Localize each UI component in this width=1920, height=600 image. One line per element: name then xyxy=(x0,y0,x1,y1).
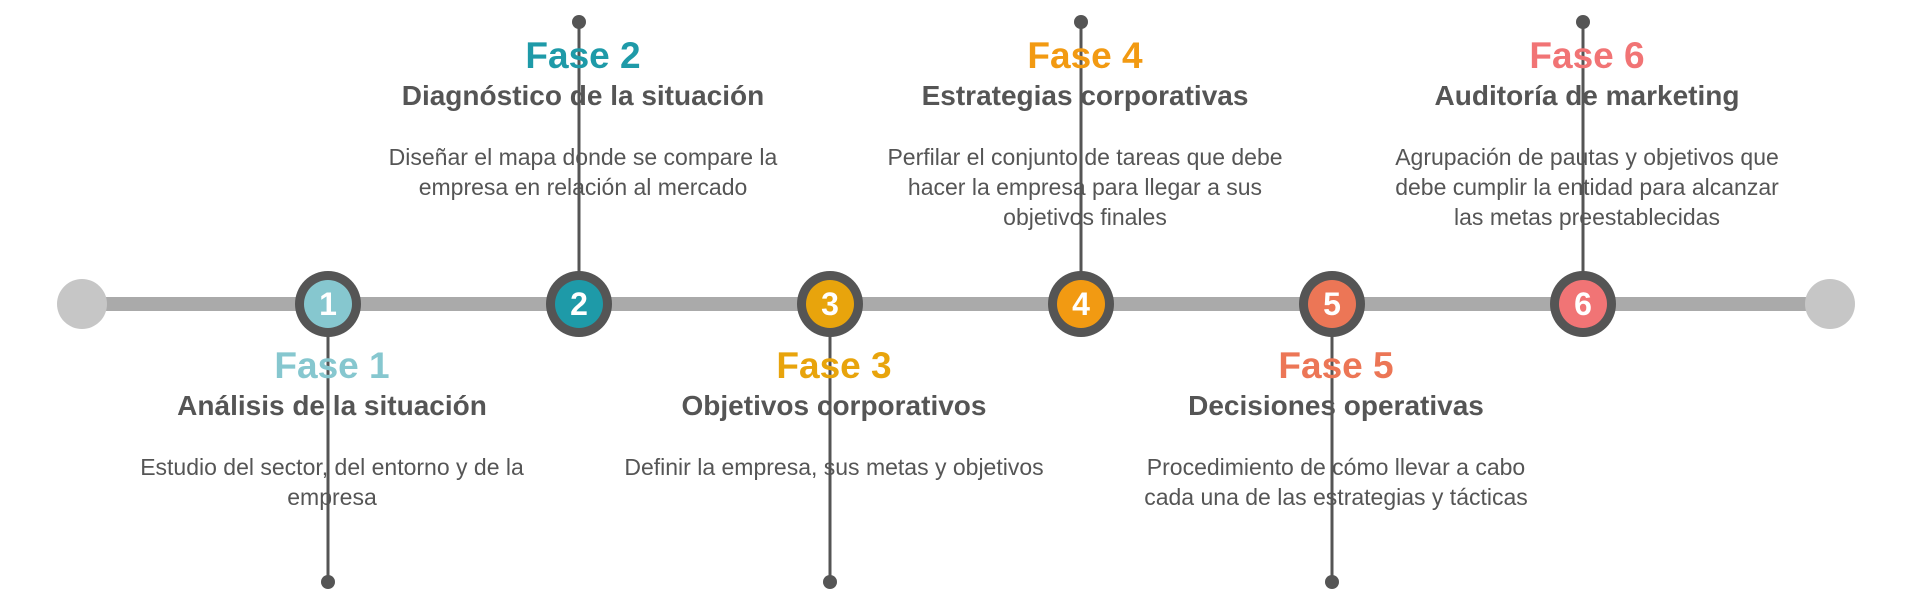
phase-title-1: Fase 1 xyxy=(274,345,390,386)
timeline-end-cap xyxy=(1805,279,1855,329)
phase-description-6: Agrupación de pautas y objetivos que deb… xyxy=(1395,144,1779,230)
phase-nodes: 1 2 3 4 5 6 xyxy=(295,271,1616,337)
phase-title-5: Fase 5 xyxy=(1278,345,1394,386)
timeline-start-cap xyxy=(57,279,107,329)
phase-subtitle-2: Diagnóstico de la situación xyxy=(401,80,765,111)
phase-title-6: Fase 6 xyxy=(1529,35,1645,76)
phase-title-3: Fase 3 xyxy=(776,345,892,386)
timeline-track xyxy=(82,297,1830,311)
phase-description-1: Estudio del sector, del entorno y de la … xyxy=(140,454,524,510)
phase-number-4: 4 xyxy=(1072,286,1090,322)
phase-number-3: 3 xyxy=(821,286,839,322)
phase-number-5: 5 xyxy=(1323,286,1341,322)
phase-subtitle-1: Análisis de la situación xyxy=(177,390,487,421)
phase-node-1 xyxy=(304,280,352,328)
connector-dot-3 xyxy=(823,575,837,589)
phase-number-6: 6 xyxy=(1574,286,1592,322)
phase-subtitle-3: Objetivos corporativos xyxy=(681,390,987,421)
phase-number-1: 1 xyxy=(319,286,337,322)
phase-description-3: Definir la empresa, sus metas y objetivo… xyxy=(624,454,1044,480)
phase-node-6 xyxy=(1559,280,1607,328)
connector-dot-4 xyxy=(1074,15,1088,29)
connector-lines xyxy=(321,15,1590,589)
phase-description-2: Diseñar el mapa donde se compare la empr… xyxy=(388,144,778,200)
phase-node-2 xyxy=(555,280,603,328)
phase-number-2: 2 xyxy=(570,286,588,322)
phase-subtitle-5: Decisiones operativas xyxy=(1188,390,1484,421)
connector-dot-1 xyxy=(321,575,335,589)
phase-node-4 xyxy=(1057,280,1105,328)
phase-node-5 xyxy=(1308,280,1356,328)
phase-title-2: Fase 2 xyxy=(525,35,641,76)
phase-description-5: Procedimiento de cómo llevar a cabo cada… xyxy=(1144,454,1528,510)
phase-description-4: Perfilar el conjunto de tareas que debe … xyxy=(887,144,1283,230)
connector-dot-6 xyxy=(1576,15,1590,29)
connector-dot-5 xyxy=(1325,575,1339,589)
phase-node-3 xyxy=(806,280,854,328)
phase-subtitle-4: Estrategias corporativas xyxy=(921,80,1249,111)
phase-title-4: Fase 4 xyxy=(1027,35,1143,76)
connector-dot-2 xyxy=(572,15,586,29)
phase-subtitle-6: Auditoría de marketing xyxy=(1434,80,1740,111)
